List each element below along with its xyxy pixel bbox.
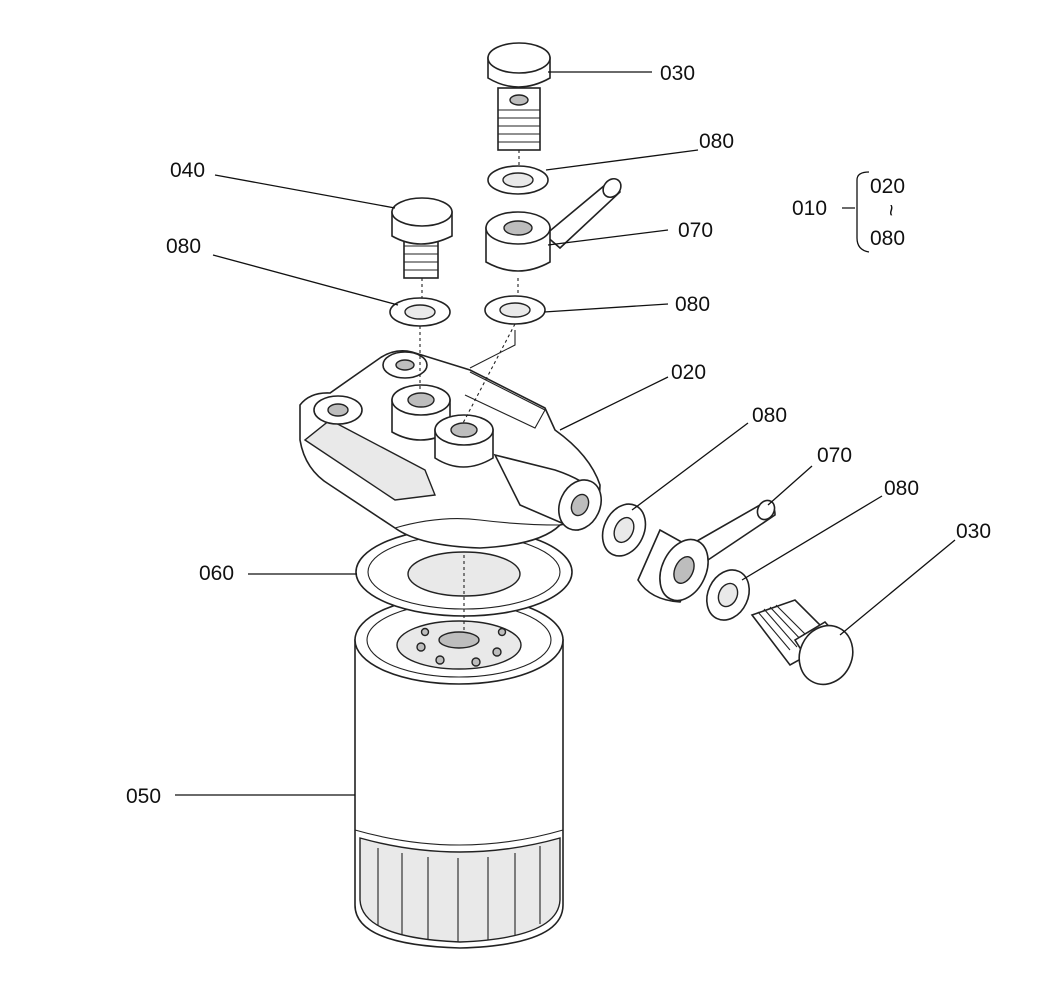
label-plug: 040: [170, 159, 205, 182]
washer-top-lower: [461, 295, 546, 426]
label-washer-side-b: 080: [884, 477, 919, 500]
part-labels: 030 080 040 080 070 080 020 080 070 080 …: [126, 62, 991, 808]
washer-top-upper: [487, 165, 549, 195]
label-banjo-side: 070: [817, 444, 852, 467]
label-gasket: 060: [199, 562, 234, 585]
label-washer-plug: 080: [166, 235, 201, 258]
label-filter: 050: [126, 785, 161, 808]
filter-head: [299, 330, 602, 549]
plug-bolt: [391, 197, 453, 300]
leader-lines: [175, 71, 956, 796]
assembly-legend: 010 020 ~ 080: [792, 175, 905, 250]
label-head: 020: [671, 361, 706, 384]
side-banjo-bolt: [750, 599, 854, 686]
washer-side-inner: [601, 503, 647, 557]
label-washer-side-a: 080: [752, 404, 787, 427]
washer-side-outer: [706, 569, 750, 621]
filter-cartridge: [354, 595, 564, 949]
gasket-ring: [355, 527, 573, 632]
legend-assembly: 010: [792, 197, 827, 220]
banjo-fitting-side: [637, 499, 776, 603]
legend-from: 020: [870, 175, 905, 198]
label-washer-top-bolt: 080: [699, 130, 734, 153]
legend-range-mark: ~: [879, 204, 902, 216]
label-banjo-top: 070: [678, 219, 713, 242]
label-washer-banjo-bottom: 080: [675, 293, 710, 316]
label-bolt-side: 030: [956, 520, 991, 543]
legend-to: 080: [870, 227, 905, 250]
banjo-fitting-top: [485, 177, 622, 296]
top-banjo-bolt: [487, 42, 551, 168]
washer-plug: [389, 297, 451, 392]
label-bolt-top: 030: [660, 62, 695, 85]
